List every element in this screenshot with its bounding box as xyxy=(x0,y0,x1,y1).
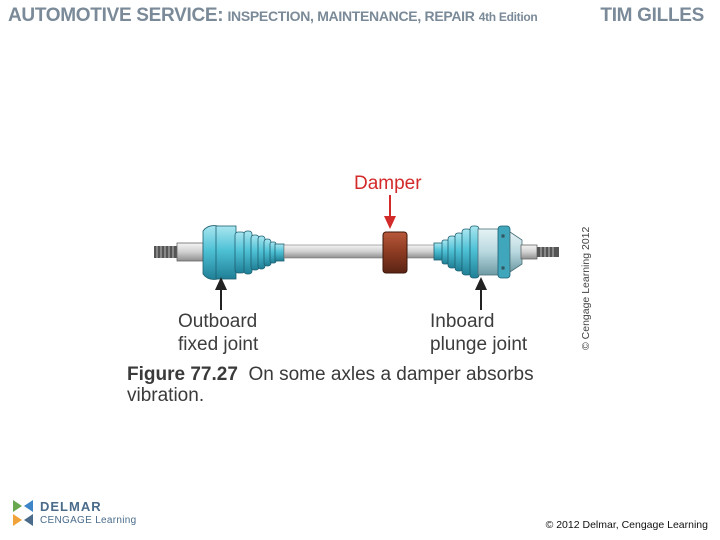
inboard-plunge-housing xyxy=(477,225,538,279)
outboard-threaded-stub xyxy=(154,242,204,262)
outboard-label: Outboard fixed joint xyxy=(178,310,258,356)
damper-arrow xyxy=(384,195,396,229)
header-author: TIM GILLES xyxy=(600,5,704,26)
logo-sub: CENGAGE Learning xyxy=(40,515,137,526)
figure-number: Figure 77.27 xyxy=(127,364,238,385)
outboard-label-line2: fixed joint xyxy=(178,334,259,355)
header-title: AUTOMOTIVE SERVICE: INSPECTION, MAINTENA… xyxy=(8,5,538,27)
inboard-label: Inboard plunge joint xyxy=(430,310,527,356)
figure-caption-text: On some axles a damper absorbs vibration… xyxy=(127,364,534,406)
figure-caption: Figure 77.27 On some axles a damper abso… xyxy=(127,364,577,406)
header-edition: 4th Edition xyxy=(478,10,538,24)
outboard-arrow xyxy=(215,277,227,310)
axle-shaft-right xyxy=(405,244,437,259)
axle-shaft xyxy=(283,244,385,259)
outboard-label-line1: Outboard xyxy=(178,311,258,332)
logo-name: DELMAR xyxy=(40,499,102,514)
outboard-cv-joint xyxy=(202,225,285,280)
vertical-credit: © Cengage Learning 2012 xyxy=(580,226,592,350)
header-title-main: AUTOMOTIVE SERVICE: xyxy=(8,5,224,26)
damper-label: Damper xyxy=(354,173,422,194)
inboard-threaded-stub xyxy=(537,247,559,257)
copyright: © 2012 Delmar, Cengage Learning xyxy=(545,519,708,531)
delmar-logo-icon xyxy=(13,500,33,526)
inboard-arrow xyxy=(475,277,487,310)
inboard-label-line2: plunge joint xyxy=(430,334,528,355)
inboard-label-line1: Inboard xyxy=(430,311,495,332)
inboard-cv-boot xyxy=(433,225,480,279)
damper xyxy=(382,231,408,274)
header-title-sub: INSPECTION, MAINTENANCE, REPAIR xyxy=(227,8,475,24)
